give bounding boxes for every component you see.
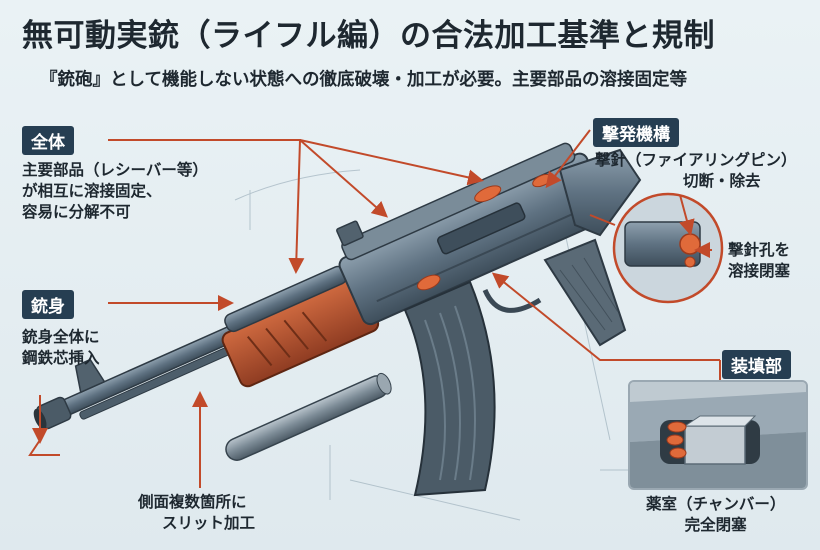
note-firing-hole: 撃針孔を 溶接閉塞: [728, 240, 790, 282]
note-slit: 側面複数箇所に スリット加工: [138, 492, 255, 534]
tag-loading: 装填部: [722, 350, 791, 379]
note-firing-pin-line: 撃針（ファイアリングピン）: [595, 151, 797, 169]
note-chamber: 薬室（チャンバー） 完全閉塞: [646, 494, 785, 536]
note-whole-line: 主要部品（レシーバー等）: [22, 161, 208, 179]
page-subtitle: 『銃砲』として機能しない状態への徹底破壊・加工が必要。主要部品の溶接固定等: [40, 70, 687, 90]
receiver: [336, 142, 612, 326]
pistol-grip: [543, 238, 627, 347]
note-whole: 主要部品（レシーバー等） が相互に溶接固定、 容易に分解不可: [22, 160, 208, 223]
note-firing-hole-line: 溶接閉塞: [728, 262, 791, 280]
steel-rod: [225, 372, 392, 461]
note-whole-line: 容易に分解不可: [22, 203, 131, 221]
note-barrel-line: 銃身全体に: [22, 328, 100, 346]
rear-body: [558, 148, 642, 237]
note-barrel-line: 鋼鉄芯挿入: [22, 349, 100, 367]
tag-whole: 全体: [22, 126, 74, 155]
magazine: [403, 280, 496, 497]
chamber-inset-art: [630, 382, 806, 488]
note-firing-pin-line: 切断・除去: [683, 172, 761, 190]
trigger-guard: [482, 288, 542, 313]
tag-barrel: 銃身: [22, 290, 74, 319]
handguard: [221, 265, 380, 388]
tag-firing-mechanism: 撃発機構: [593, 118, 679, 147]
note-slit-line: 側面複数箇所に: [138, 493, 247, 511]
note-whole-line: が相互に溶接固定、: [22, 182, 162, 200]
chamber-inset: [628, 380, 808, 490]
note-chamber-line: 薬室（チャンバー）: [646, 495, 786, 513]
leader-lines: [28, 129, 728, 488]
note-barrel: 銃身全体に 鋼鉄芯挿入: [22, 327, 100, 369]
page-title: 無可動実銃（ライフル編）の合法加工基準と規制: [22, 18, 715, 54]
inset-connector: [589, 214, 616, 226]
note-firing-hole-line: 撃針孔を: [728, 241, 791, 259]
firing-pin-inset: [612, 192, 724, 304]
note-slit-line: スリット加工: [162, 514, 256, 532]
note-firing-pin: 撃針（ファイアリングピン） 切断・除去: [595, 150, 797, 192]
note-chamber-line: 完全閉塞: [684, 516, 747, 534]
